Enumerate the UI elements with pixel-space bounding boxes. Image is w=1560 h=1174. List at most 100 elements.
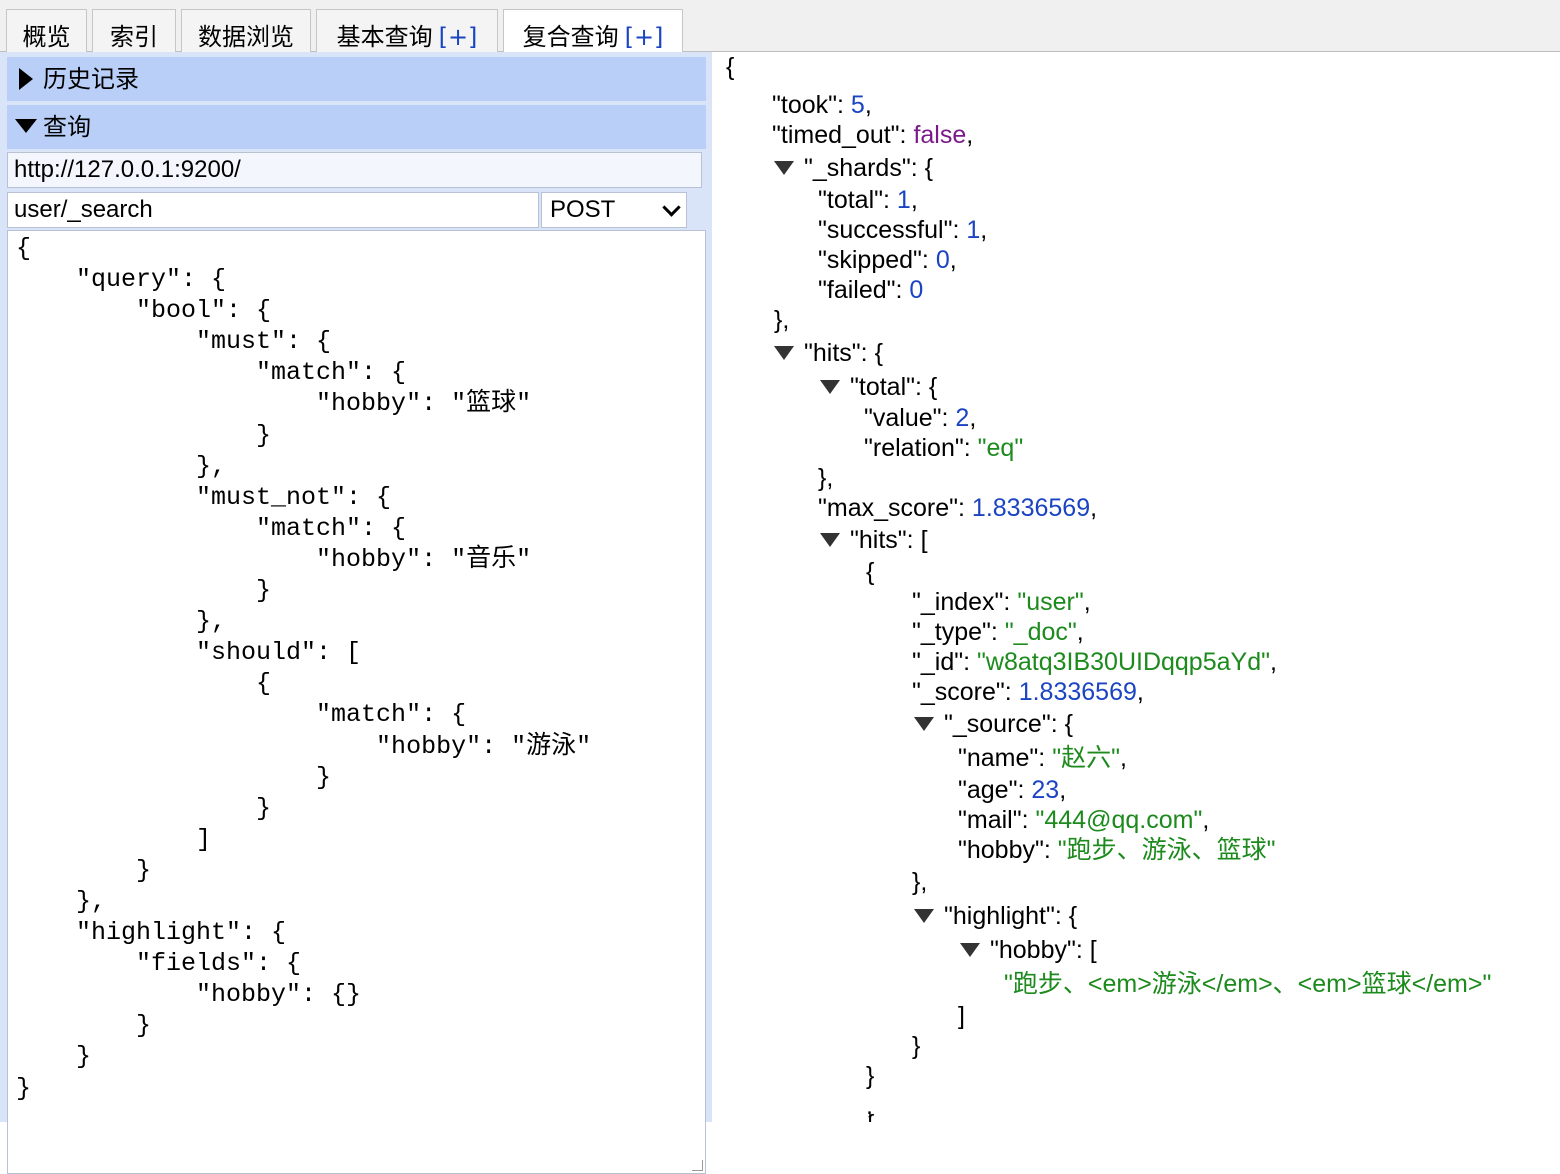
collapse-triangle-icon[interactable]	[774, 161, 794, 175]
json-line: "age": 23,	[958, 776, 1067, 804]
add-compound-query-link[interactable]: [+]	[624, 23, 664, 51]
json-key: "failed"	[818, 276, 896, 304]
http-method-select[interactable]: POST	[541, 192, 687, 228]
json-value: "user"	[1017, 588, 1084, 616]
collapse-triangle-icon[interactable]	[820, 380, 840, 394]
add-basic-query-link[interactable]: [+]	[438, 23, 478, 51]
tab-basic-query[interactable]: 基本查询[+]	[316, 9, 498, 52]
json-punct: ,	[969, 404, 977, 432]
json-value: "_doc"	[1004, 618, 1077, 646]
method-value: POST	[550, 196, 616, 223]
tab-bar: 概览 索引 数据浏览 基本查询[+] 复合查询[+]	[0, 0, 1560, 53]
json-line: "took": 5,	[772, 91, 872, 119]
json-line: "_index": "user",	[912, 588, 1091, 616]
json-line: }	[912, 1031, 920, 1061]
collapse-triangle-icon[interactable]	[820, 533, 840, 547]
json-bracket: [	[1089, 936, 1097, 964]
json-line: "跑步、<em>游泳</em>、<em>篮球</em>"	[1004, 969, 1491, 999]
json-key: "value"	[864, 404, 942, 432]
json-key: "hits"	[850, 526, 907, 554]
expand-triangle-icon	[19, 68, 33, 90]
json-bracket: },	[774, 306, 790, 334]
json-punct: ,	[1119, 744, 1127, 772]
json-bracket: {	[928, 373, 938, 401]
json-punct: ,	[966, 121, 974, 149]
json-key: "hobby"	[958, 836, 1044, 864]
json-key: "hits"	[804, 339, 861, 367]
json-punct: ,	[1083, 588, 1091, 616]
tab-label: 基本查询	[336, 23, 433, 51]
json-value: 2	[955, 404, 970, 432]
collapse-triangle-icon[interactable]	[774, 346, 794, 360]
server-url-input[interactable]	[7, 152, 702, 188]
json-line: ]	[958, 1001, 965, 1031]
collapse-triangle-icon	[15, 119, 37, 133]
tab-data-browse[interactable]: 数据浏览	[181, 9, 311, 52]
json-punct: ,	[1059, 776, 1067, 804]
json-key: "_source"	[944, 710, 1051, 738]
json-node-toggle[interactable]: "hits": [	[820, 525, 928, 555]
json-bracket: },	[818, 464, 834, 492]
json-key: "name"	[958, 744, 1039, 772]
request-path-input[interactable]	[7, 192, 539, 228]
json-punct: ,	[1202, 806, 1210, 834]
query-section-header[interactable]: 查询	[7, 105, 706, 149]
json-value: "跑步、<em>游泳</em>、<em>篮球</em>"	[1004, 970, 1492, 998]
json-node-toggle[interactable]: "hobby": [	[960, 935, 1097, 965]
tab-label: 概览	[22, 23, 71, 51]
json-line: "successful": 1,	[818, 216, 988, 244]
json-value: "w8atq3IB30UIDqqp5aYd"	[977, 648, 1270, 676]
json-line: "mail": "444@qq.com",	[958, 806, 1210, 834]
json-value: false	[913, 121, 967, 149]
json-value: "eq"	[977, 434, 1024, 462]
json-key: "successful"	[818, 216, 953, 244]
tab-label: 复合查询	[522, 23, 619, 51]
json-key: "total"	[850, 373, 916, 401]
json-key: "highlight"	[944, 902, 1055, 930]
collapse-triangle-icon[interactable]	[914, 909, 934, 923]
json-line: "hobby": "跑步、游泳、篮球"	[958, 836, 1276, 864]
json-value: 1	[966, 216, 981, 244]
json-key: "took"	[772, 91, 838, 119]
json-line: "value": 2,	[864, 404, 977, 432]
json-key: "skipped"	[818, 246, 922, 274]
json-bracket: }	[912, 1032, 921, 1060]
tab-label: 数据浏览	[198, 23, 294, 51]
json-line: },	[774, 305, 789, 335]
tab-overview[interactable]: 概览	[6, 9, 87, 52]
json-punct: ,	[1090, 494, 1098, 522]
collapse-triangle-icon[interactable]	[914, 717, 934, 731]
json-node-toggle[interactable]: "total": {	[820, 372, 937, 402]
tab-label: 索引	[110, 23, 158, 51]
json-bracket: {	[1064, 710, 1073, 738]
json-key: "_id"	[912, 648, 964, 676]
json-bracket: ]	[958, 1002, 965, 1030]
resize-grip-icon[interactable]	[692, 1160, 703, 1171]
json-value: 5	[850, 91, 865, 119]
json-bracket: {	[866, 558, 875, 586]
json-bracket: {	[924, 154, 933, 182]
json-node-toggle[interactable]: "hits": {	[774, 338, 883, 368]
query-label: 查询	[43, 113, 91, 141]
json-punct: ,	[949, 246, 957, 274]
json-key: "_index"	[912, 588, 1004, 616]
request-body-editor[interactable]: { "query": { "bool": { "must": { "match"…	[7, 230, 706, 1174]
json-node-toggle[interactable]: "_source": {	[914, 709, 1073, 739]
json-bracket: ,	[866, 1092, 873, 1120]
result-json-viewer: {"took": 5,"timed_out": false,"_shards":…	[712, 52, 1560, 1122]
json-key: "age"	[958, 776, 1018, 804]
collapse-triangle-icon[interactable]	[960, 943, 980, 957]
json-node-toggle[interactable]: "highlight": {	[914, 901, 1077, 931]
json-node-toggle[interactable]: "_shards": {	[774, 153, 933, 183]
tab-index[interactable]: 索引	[92, 9, 176, 52]
json-value: 0	[935, 246, 950, 274]
json-bracket: {	[1068, 902, 1078, 930]
json-key: "max_score"	[818, 494, 959, 522]
tab-compound-query[interactable]: 复合查询[+]	[503, 9, 683, 53]
json-line: "max_score": 1.8336569,	[818, 494, 1098, 522]
json-value: "444@qq.com"	[1035, 806, 1203, 834]
history-section-header[interactable]: 历史记录	[7, 57, 706, 101]
json-line: "name": "赵六",	[958, 744, 1127, 772]
request-body-text[interactable]: { "query": { "bool": { "must": { "match"…	[16, 234, 592, 1103]
json-line: },	[912, 867, 927, 897]
